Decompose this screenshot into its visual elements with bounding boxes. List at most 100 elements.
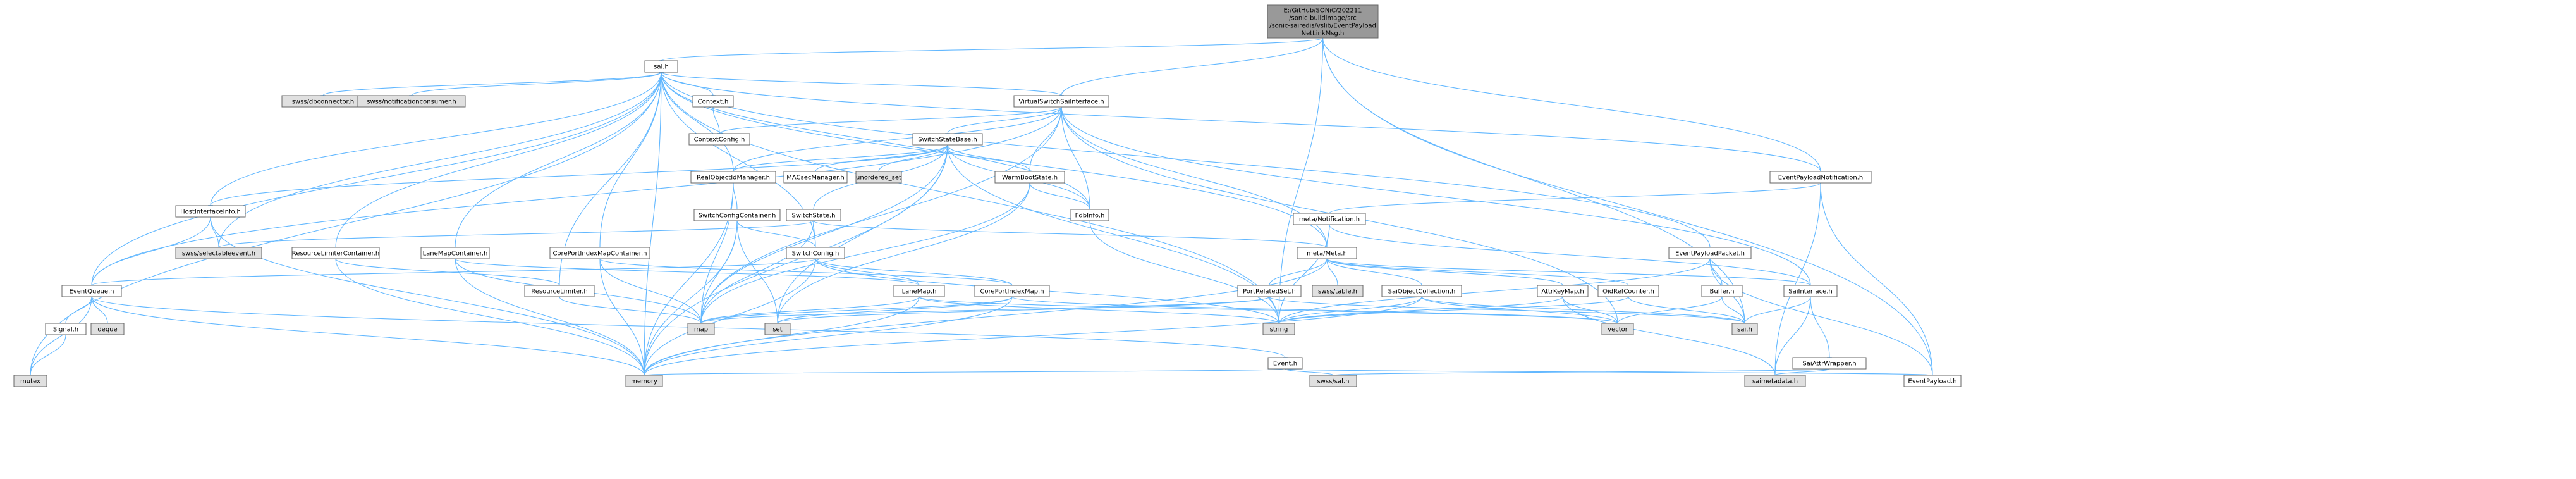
node-lanemap[interactable]: LaneMap.h <box>893 285 945 297</box>
edge-cpimc-to-memory <box>599 258 647 380</box>
edge-buffer-to-saih2 <box>1721 296 1747 328</box>
node-string[interactable]: string <box>1262 323 1295 335</box>
node-swsssal[interactable]: swss/sal.h <box>1309 375 1357 387</box>
edge-metameta-to-akm <box>1326 258 1565 290</box>
edge-switchstate-to-selectable <box>216 220 814 252</box>
edge-fdbinfo-to-sai <box>659 68 1090 210</box>
node-deque[interactable]: deque <box>90 323 125 335</box>
node-buffer[interactable]: Buffer.h <box>1701 285 1743 297</box>
node-orc[interactable]: OidRefCounter.h <box>1597 285 1659 297</box>
node-scc[interactable]: SwitchConfigContainer.h <box>693 209 781 221</box>
edge-lanemap-to-map <box>699 296 920 328</box>
edge-vsi-to-metameta <box>1061 106 1329 252</box>
node-akm[interactable]: AttrKeyMap.h <box>1537 285 1589 297</box>
node-swssnotif-label: swss/notificationconsumer.h <box>367 99 456 106</box>
nodes: E:/GitHub/SONiC/202211/sonic-buildimage/… <box>13 4 1962 387</box>
node-eventqueue[interactable]: EventQueue.h <box>61 285 122 297</box>
node-event-box <box>1267 357 1303 370</box>
node-soc[interactable]: SaiObjectCollection.h <box>1381 285 1462 297</box>
edge-vsi-to-map <box>699 106 1062 328</box>
edge-epp-to-eventpayload <box>1709 258 1935 380</box>
node-epp[interactable]: EventPayloadPacket.h <box>1668 247 1752 259</box>
node-metanotif[interactable]: meta/Notification.h <box>1293 213 1366 225</box>
node-ssb[interactable]: SwitchStateBase.h <box>912 133 983 146</box>
node-saih2[interactable]: sai.h <box>1731 323 1758 335</box>
edge-root-to-string <box>1276 37 1324 328</box>
edge-soc-to-memory <box>642 296 1422 380</box>
node-map[interactable]: map <box>687 323 715 335</box>
node-signal[interactable]: Signal.h <box>45 323 87 335</box>
edges <box>28 37 1935 380</box>
node-context[interactable]: Context.h <box>692 95 734 108</box>
edge-ssb-to-warmboot <box>947 144 1032 176</box>
node-lanemap-label: LaneMap.h <box>902 289 937 295</box>
edge-scc-to-map <box>699 220 738 328</box>
node-memory-box <box>625 375 663 387</box>
node-warmboot[interactable]: WarmBootState.h <box>994 171 1065 184</box>
node-saiattrwrapper[interactable]: SaiAttrWrapper.h <box>1792 357 1867 370</box>
node-ssb-box <box>912 133 983 146</box>
node-saiinterface[interactable]: SaiInterface.h <box>1783 285 1838 297</box>
edge-hostintf-to-eventqueue <box>89 216 211 290</box>
node-swssdbconnector-label: swss/dbconnector.h <box>292 99 355 106</box>
node-event[interactable]: Event.h <box>1267 357 1303 370</box>
edge-context-to-contextconfig <box>712 106 722 138</box>
node-unordered-box <box>855 171 902 184</box>
node-eventpayload[interactable]: EventPayload.h <box>1903 375 1962 387</box>
edge-buffer-to-vector <box>1615 296 1723 328</box>
node-hostintf[interactable]: HostInterfaceInfo.h <box>175 205 246 218</box>
node-cpimc-box <box>549 247 650 259</box>
edge-switchstate-to-metameta <box>813 220 1329 252</box>
node-metameta[interactable]: meta/Meta.h <box>1297 247 1357 259</box>
node-switchconfig[interactable]: SwitchConfig.h <box>786 247 845 259</box>
node-set[interactable]: set <box>764 323 791 335</box>
node-contextconfig[interactable]: ContextConfig.h <box>688 133 750 146</box>
node-root-label: NetLinkMsg.h <box>1302 30 1345 37</box>
edge-sai-to-hostintf <box>208 72 662 210</box>
edge-sai-to-memory <box>642 72 662 380</box>
edge-realobj-to-map <box>699 182 734 328</box>
edge-root-to-vsi <box>1059 37 1324 100</box>
edge-lanemap-to-string <box>919 296 1281 328</box>
node-unordered[interactable]: unordered_set <box>855 171 902 184</box>
node-lmc-box <box>420 247 490 259</box>
node-macsec[interactable]: MACsecManager.h <box>783 171 848 184</box>
node-memory[interactable]: memory <box>625 375 663 387</box>
edge-vsi-to-contextconfig <box>717 106 1062 138</box>
node-saimetadata[interactable]: saimetadata.h <box>1744 375 1806 387</box>
node-root[interactable]: E:/GitHub/SONiC/202211/sonic-buildimage/… <box>1267 4 1379 39</box>
edge-rlc-to-memory <box>335 258 647 380</box>
edge-saiattrwrapper-to-saimetadata <box>1773 368 1830 380</box>
node-epn[interactable]: EventPayloadNotification.h <box>1769 171 1872 184</box>
node-swssdbconnector[interactable]: swss/dbconnector.h <box>281 95 365 108</box>
edge-ssb-to-memory <box>642 144 948 380</box>
node-lmc[interactable]: LaneMapContainer.h <box>420 247 490 259</box>
node-saiattrwrapper-label: SaiAttrWrapper.h <box>1802 361 1856 368</box>
node-cpimc-label: CorePortIndexMapContainer.h <box>552 251 647 258</box>
node-sai[interactable]: sai.h <box>644 60 678 73</box>
edge-vsi-to-fdbinfo <box>1061 106 1092 214</box>
node-realobj[interactable]: RealObjectIdManager.h <box>690 171 776 184</box>
edge-metameta-to-memory <box>642 258 1328 380</box>
node-signal-box <box>45 323 87 335</box>
node-switchstate[interactable]: SwitchState.h <box>786 209 841 221</box>
node-vector[interactable]: vector <box>1601 323 1634 335</box>
node-rlc[interactable]: ResourceLimiterContainer.h <box>291 247 380 259</box>
node-swsstable[interactable]: swss/table.h <box>1312 285 1364 297</box>
node-prs[interactable]: PortRelatedSet.h <box>1237 285 1302 297</box>
node-swssnotif[interactable]: swss/notificationconsumer.h <box>357 95 466 108</box>
node-rl[interactable]: ResourceLimiter.h <box>524 285 595 297</box>
node-cpim-label: CorePortIndexMap.h <box>980 289 1044 295</box>
node-vsi[interactable]: VirtualSwitchSaiInterface.h <box>1013 95 1109 108</box>
edge-cpimc-to-map <box>599 258 704 328</box>
node-root-label: /sonic-buildimage/src <box>1289 15 1357 22</box>
node-fdbinfo[interactable]: FdbInfo.h <box>1070 209 1109 221</box>
node-mutex[interactable]: mutex <box>13 375 47 387</box>
edge-sai-to-context <box>661 72 716 100</box>
node-selectable[interactable]: swss/selectableevent.h <box>175 247 262 259</box>
node-saimetadata-box <box>1744 375 1806 387</box>
node-sai-label: sai.h <box>654 64 669 71</box>
node-cpim[interactable]: CorePortIndexMap.h <box>974 285 1050 297</box>
node-cpimc[interactable]: CorePortIndexMapContainer.h <box>549 247 650 259</box>
